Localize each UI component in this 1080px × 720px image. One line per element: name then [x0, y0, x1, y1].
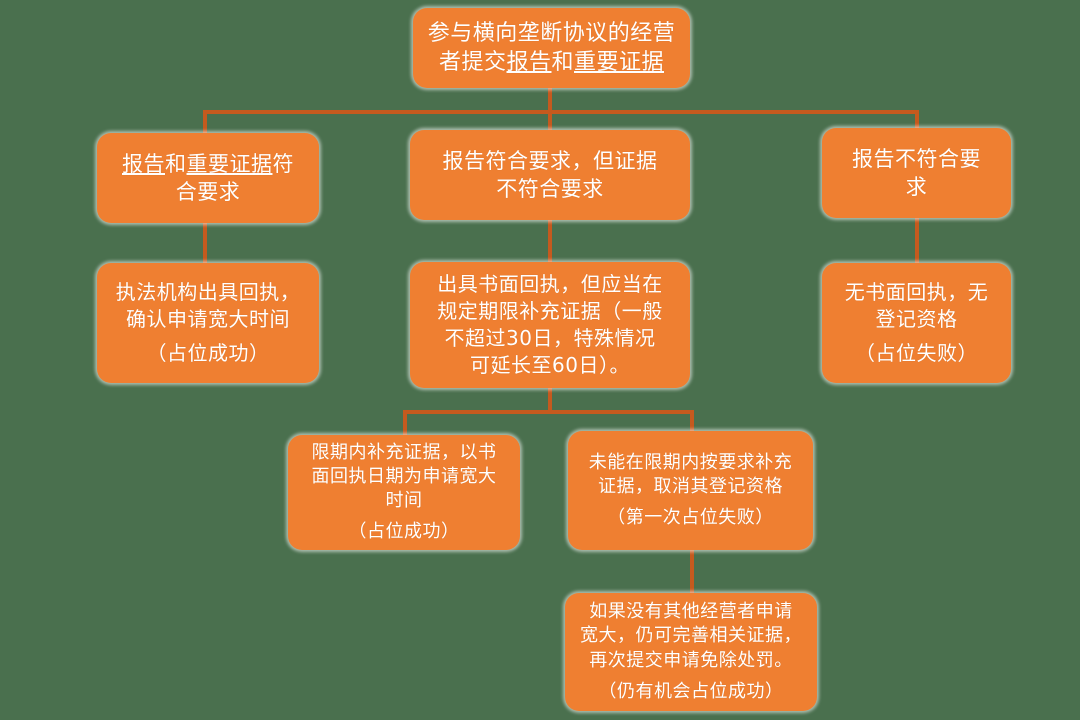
node-sub-left-line-1: 限期内补充证据，以书 — [311, 441, 497, 463]
node-branch-middle[interactable]: 报告符合要求，但证据 不符合要求 — [410, 130, 690, 220]
node-branch-left[interactable]: 报告和重要证据符 合要求 — [97, 133, 319, 223]
connector-sub-right-to-followup — [690, 550, 694, 594]
connector-branch-middle-to-outcome — [548, 220, 552, 264]
node-outcome-left-line-2: 确认申请宽大时间 — [126, 307, 290, 332]
connector-bus-to-sub-right — [690, 410, 694, 432]
node-branch-middle-line-2: 不符合要求 — [496, 177, 604, 201]
node-root[interactable]: 参与横向垄断协议的经营 者提交报告和重要证据 — [413, 8, 690, 88]
node-sub-left[interactable]: 限期内补充证据，以书 面回执日期为申请宽大 时间 （占位成功） — [288, 435, 520, 550]
node-branch-right[interactable]: 报告不符合要 求 — [822, 128, 1011, 218]
node-sub-right-line-3: （第一次占位失败） — [607, 507, 774, 529]
node-outcome-middle[interactable]: 出具书面回执，但应当在 规定期限补充证据（一般 不超过30日，特殊情况 可延长至… — [410, 262, 690, 388]
node-sub-right-line-1: 未能在限期内按要求补充 — [588, 451, 793, 473]
node-root-line-1: 参与横向垄断协议的经营 — [427, 20, 676, 46]
node-outcome-right-line-2: 登记资格 — [875, 307, 958, 332]
node-outcome-right[interactable]: 无书面回执，无 登记资格 （占位失败） — [822, 263, 1011, 383]
node-outcome-right-line-1: 无书面回执，无 — [844, 280, 989, 305]
connector-bus-to-branch-right — [915, 110, 919, 134]
node-branch-left-line-1: 报告和重要证据符 — [122, 151, 294, 176]
node-outcome-middle-line-3: 不超过30日，特殊情况 — [444, 326, 656, 350]
node-root-line-2: 者提交报告和重要证据 — [438, 50, 665, 75]
node-sub-right-followup-line-3: 再次提交申请免除处罚。 — [589, 649, 793, 671]
node-branch-right-line-2: 求 — [905, 175, 928, 199]
node-outcome-middle-line-4: 可延长至60日）。 — [470, 352, 630, 377]
node-sub-right[interactable]: 未能在限期内按要求补充 证据，取消其登记资格 （第一次占位失败） — [568, 431, 813, 550]
connector-bus-to-branch-middle — [548, 110, 552, 130]
connector-root-down — [548, 86, 552, 113]
connector-level1-bus — [203, 110, 919, 114]
node-outcome-right-line-3: （占位失败） — [855, 340, 978, 365]
connector-bus-to-branch-left — [203, 110, 207, 134]
node-outcome-left-line-3: （占位成功） — [146, 340, 270, 365]
node-outcome-left-line-1: 执法机构出具回执， — [115, 280, 301, 305]
node-sub-left-line-4: （占位成功） — [348, 521, 460, 543]
node-branch-right-line-1: 报告不符合要 — [852, 146, 981, 171]
node-sub-right-followup[interactable]: 如果没有其他经营者申请 宽大，仍可完善相关证据， 再次提交申请免除处罚。 （仍有… — [565, 593, 817, 711]
node-branch-left-line-2: 合要求 — [175, 180, 241, 204]
connector-branch-right-to-outcome — [915, 218, 919, 264]
connector-branch-left-to-outcome — [203, 222, 207, 264]
node-outcome-middle-line-2: 规定期限补充证据（一般 — [437, 299, 663, 324]
node-sub-right-followup-line-2: 宽大，仍可完善相关证据， — [580, 625, 802, 647]
node-sub-right-followup-line-4: （仍有机会占位成功） — [598, 680, 784, 702]
connector-bus-to-sub-left — [403, 410, 407, 436]
connector-outcome-middle-down — [548, 386, 552, 413]
node-sub-right-followup-line-1: 如果没有其他经营者申请 — [589, 601, 793, 623]
node-outcome-left[interactable]: 执法机构出具回执， 确认申请宽大时间 （占位成功） — [97, 263, 319, 383]
connector-level3-bus — [403, 410, 694, 414]
node-outcome-middle-line-1: 出具书面回执，但应当在 — [437, 272, 663, 297]
node-sub-left-line-3: 时间 — [385, 490, 423, 511]
node-branch-middle-line-1: 报告符合要求，但证据 — [442, 148, 658, 173]
node-sub-right-line-2: 证据，取消其登记资格 — [598, 475, 783, 497]
node-sub-left-line-2: 面回执日期为申请宽大 — [311, 465, 497, 487]
